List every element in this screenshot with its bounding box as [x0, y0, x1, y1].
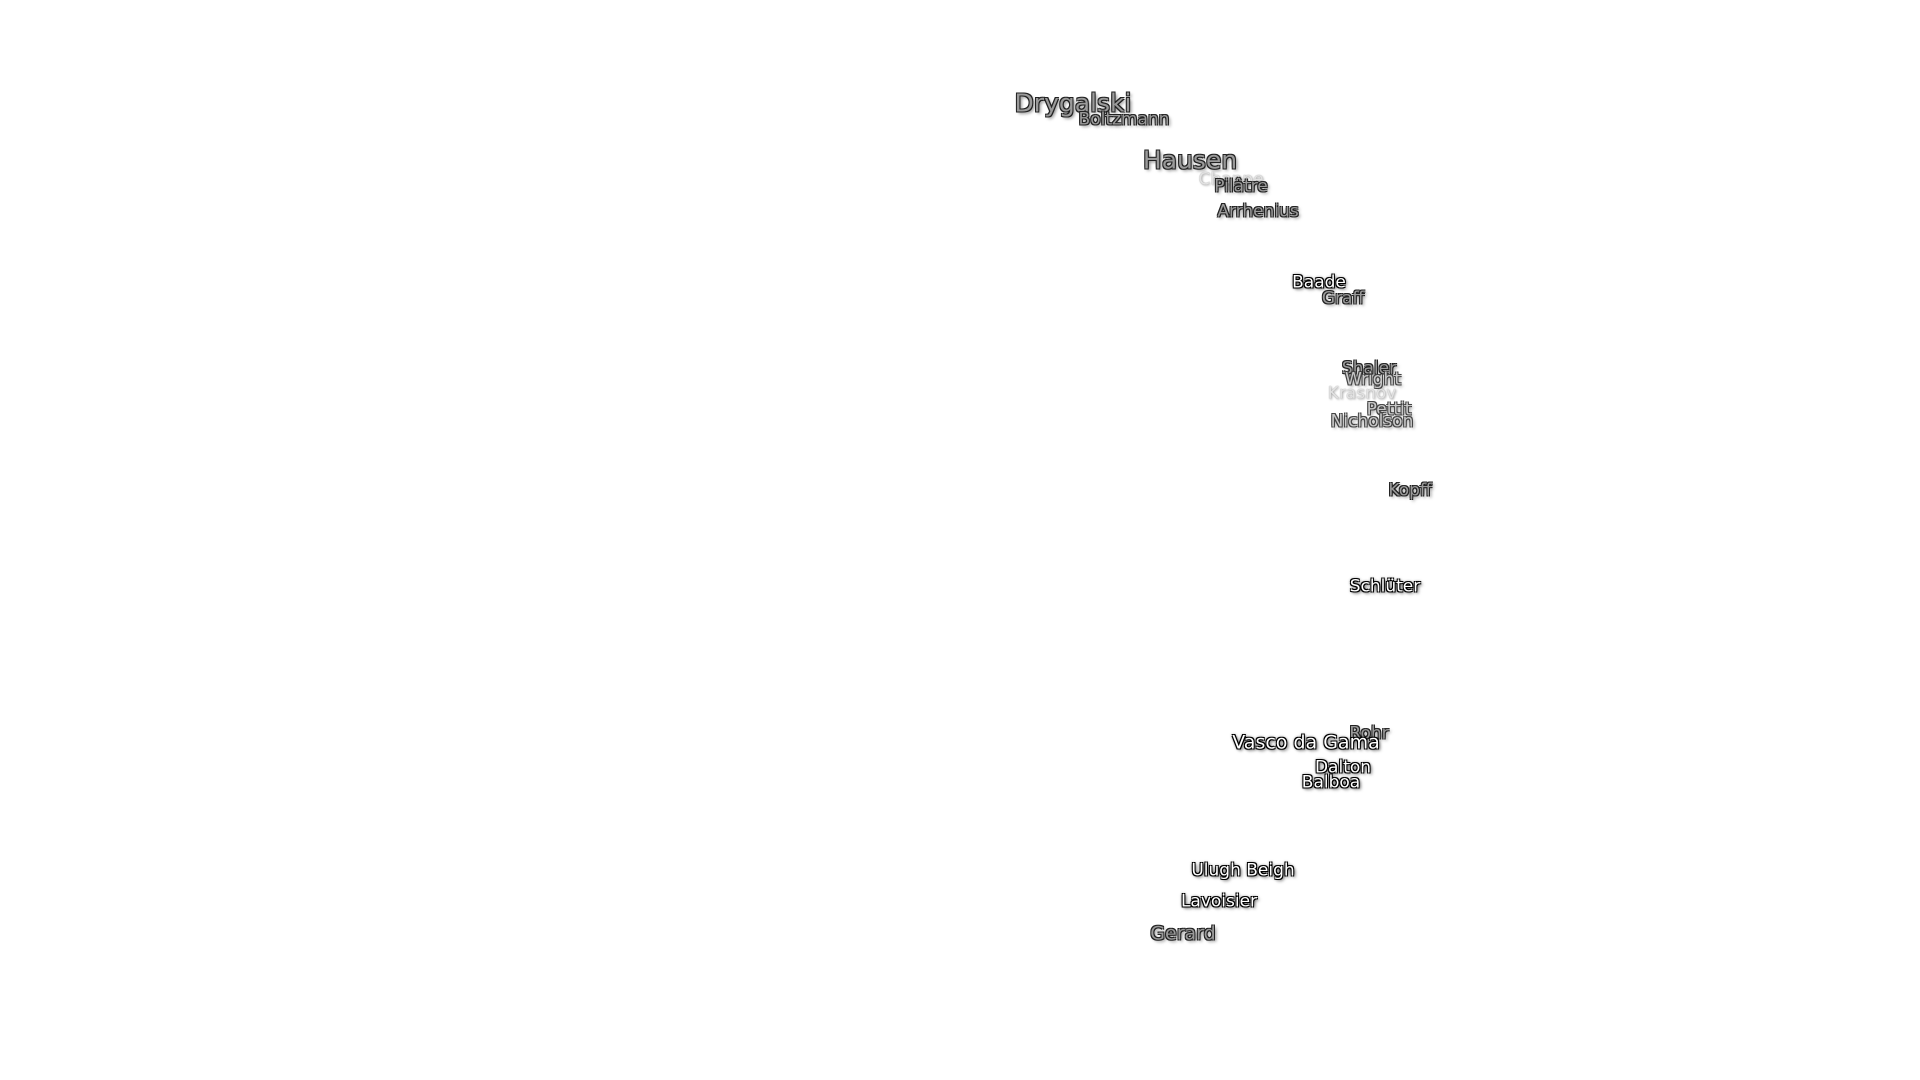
crater-label-drygalski[interactable]: Drygalski	[1014, 88, 1132, 118]
crater-label-vasco-da-gama[interactable]: Vasco da Gama	[1232, 731, 1380, 754]
crater-label-krasnov[interactable]: Krasnov	[1327, 383, 1397, 404]
crater-label-balboa[interactable]: Balboa	[1301, 772, 1361, 793]
crater-label-dalton[interactable]: Dalton	[1314, 757, 1372, 778]
crater-label-pettit[interactable]: Pettit	[1366, 399, 1412, 420]
crater-label-baade[interactable]: Baade	[1292, 272, 1346, 293]
crater-label-gerard[interactable]: Gerard	[1150, 922, 1216, 945]
crater-label-lavoisier[interactable]: Lavoisier	[1180, 891, 1258, 912]
crater-label-boltzmann[interactable]: Boltzmann	[1078, 109, 1170, 130]
crater-label-schluter[interactable]: Schlüter	[1349, 576, 1421, 597]
crater-label-shaler[interactable]: Shaler	[1341, 358, 1397, 379]
crater-label-wright[interactable]: Wright	[1345, 369, 1401, 390]
crater-label-graff[interactable]: Graff	[1321, 288, 1365, 309]
crater-label-rohr[interactable]: Rohr	[1349, 723, 1389, 744]
crater-label-chappe[interactable]: Chappe	[1198, 169, 1264, 190]
crater-label-nicholson[interactable]: Nicholson	[1330, 411, 1414, 432]
crater-label-ulugh-beigh[interactable]: Ulugh Beigh	[1191, 860, 1295, 881]
crater-label-arrhenius[interactable]: Arrhenius	[1217, 201, 1299, 222]
crater-label-kopff[interactable]: Kopff	[1388, 480, 1432, 501]
crater-label-pilatre[interactable]: Pilâtre	[1214, 176, 1268, 197]
crater-label-hausen[interactable]: Hausen	[1142, 145, 1238, 175]
